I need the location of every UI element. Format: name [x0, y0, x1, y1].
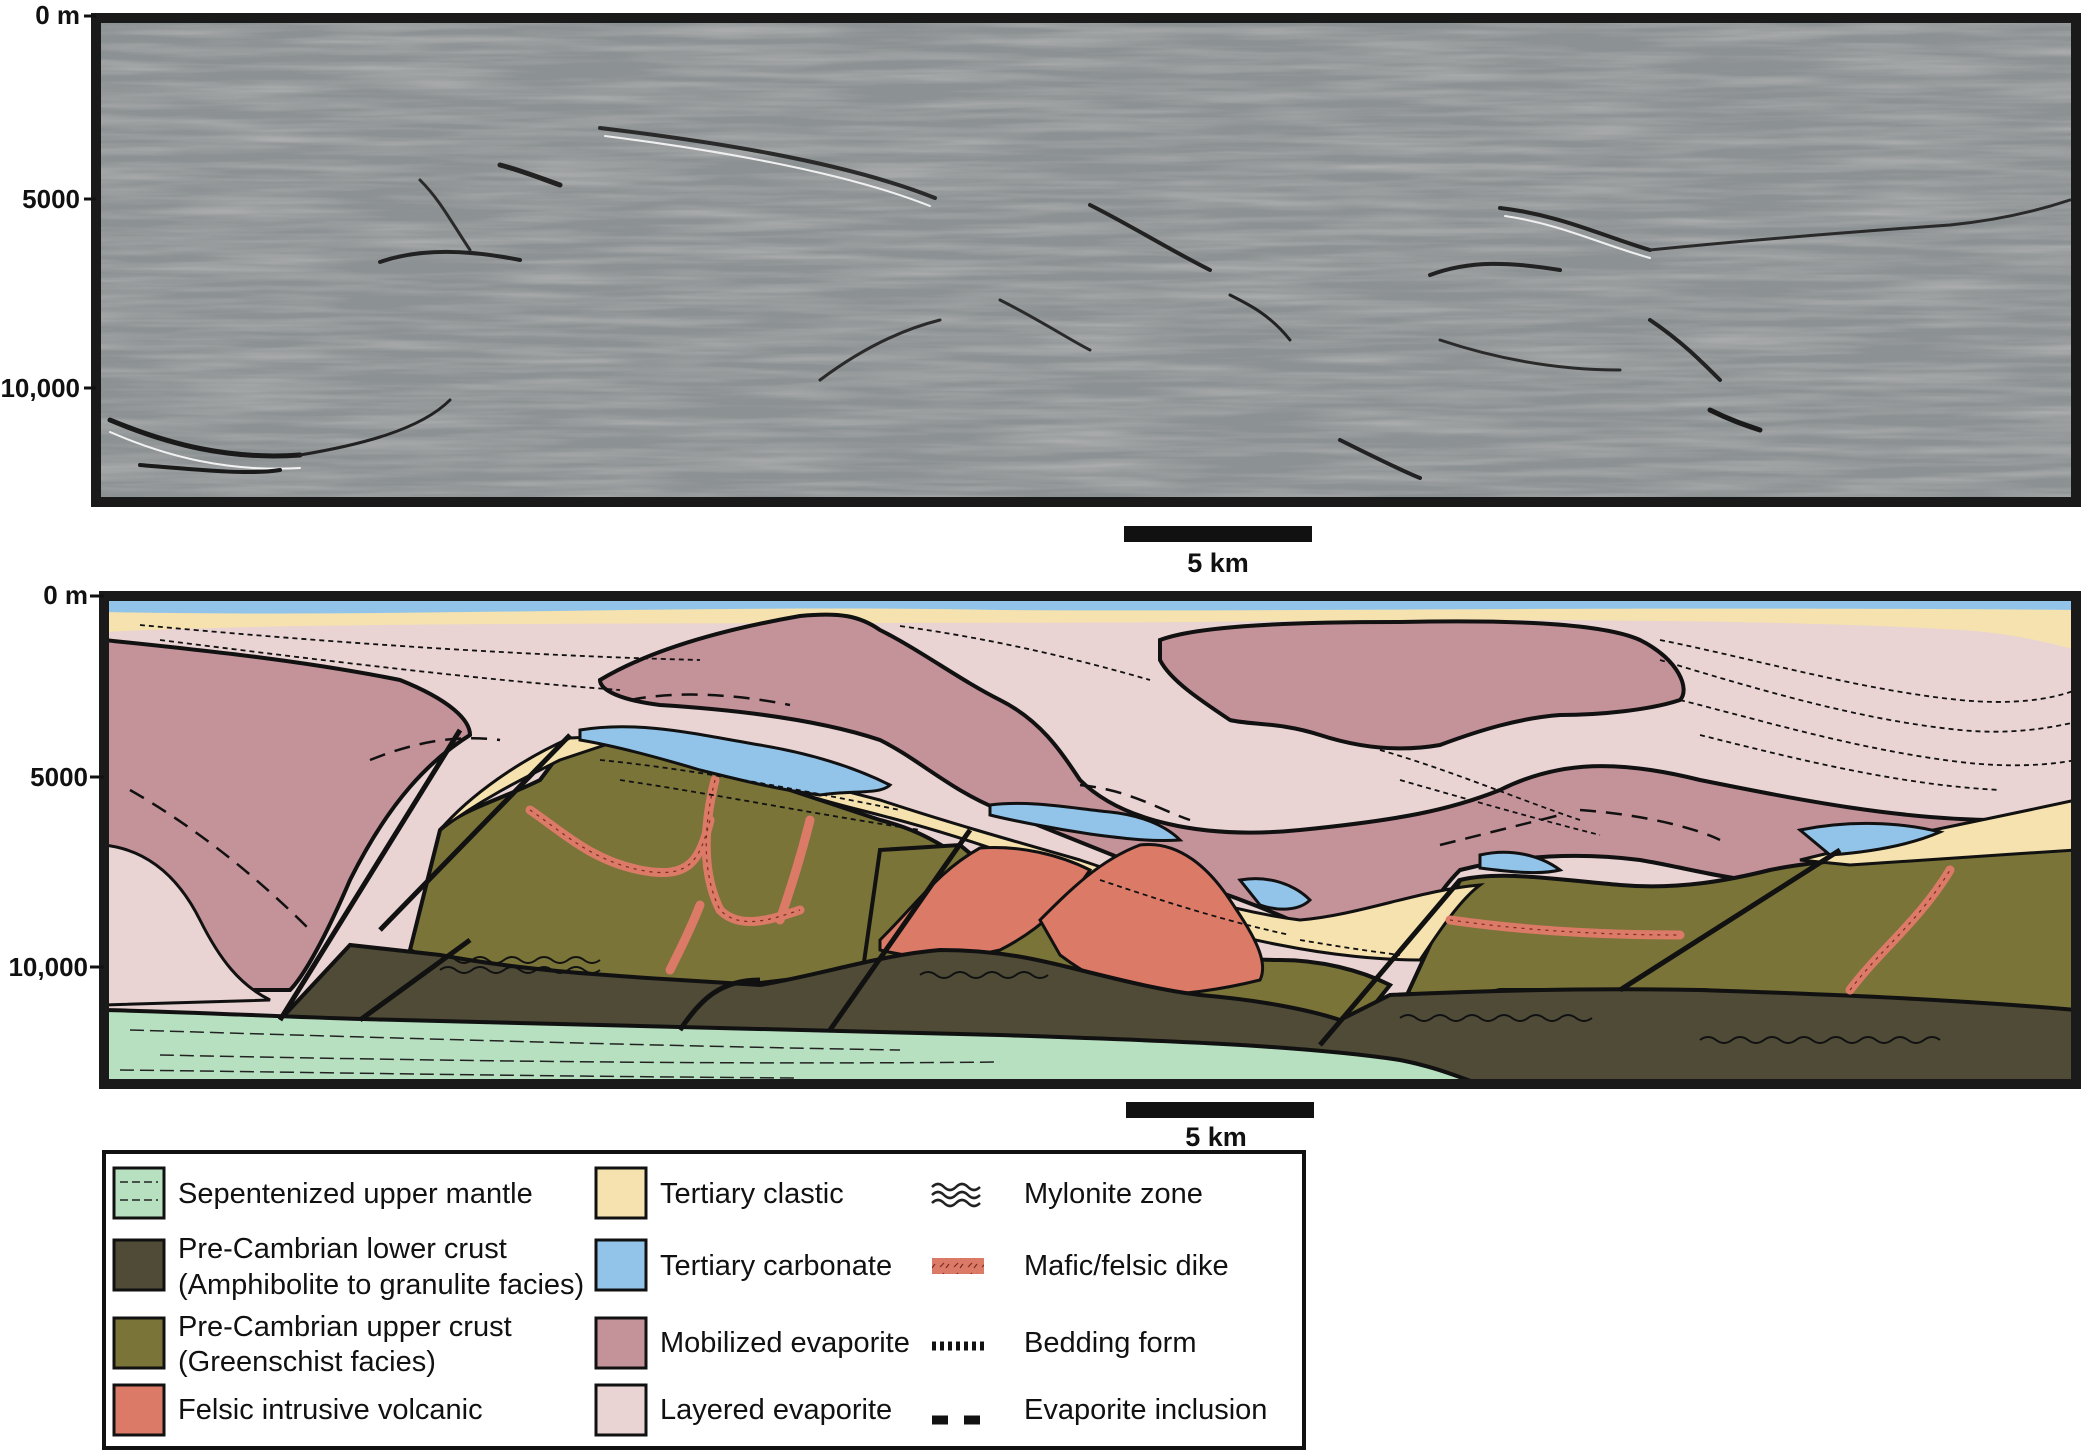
legend-label-layered: Layered evaporite — [660, 1394, 892, 1426]
legend-label-mylonite: Mylonite zone — [1024, 1178, 1203, 1210]
legend-swatch-clastic — [594, 1166, 648, 1220]
seismic-reflectors — [107, 126, 2072, 480]
legend-item-layered: Layered evaporite — [594, 1383, 892, 1437]
evaporite-inclusions — [129, 693, 1721, 931]
seismic-scale-bar: 5 km — [1124, 526, 1312, 578]
section-frame — [99, 591, 2081, 1089]
legend-label-dike: Mafic/felsic dike — [1024, 1250, 1229, 1282]
legend-item-mobilized: Mobilized evaporite — [594, 1316, 910, 1370]
legend-label-mobilized: Mobilized evaporite — [660, 1327, 910, 1359]
legend-label-lower-crust: Pre-Cambrian lower crust — [178, 1233, 507, 1265]
legend-label-clastic: Tertiary clastic — [660, 1178, 844, 1210]
legend-item-inclusion: Evaporite inclusion — [932, 1394, 1267, 1426]
seismic-depth-label-5000: 5000 — [22, 184, 80, 214]
layered-evaporite-left-low — [104, 843, 271, 1007]
mantle — [104, 1007, 1481, 1084]
legend-swatch-upper-crust — [112, 1316, 166, 1370]
section-scale-bar: 5 km — [1126, 1102, 1314, 1152]
mobilized-evaporite-lens — [1158, 619, 1686, 751]
section-scale-bar-label: 5 km — [1185, 1122, 1247, 1152]
carbonate-lens-5 — [1796, 821, 1945, 857]
legend: Sepentenized upper mantle Pre-Cambrian l… — [102, 1150, 1306, 1450]
legend-label-bedding: Bedding form — [1024, 1327, 1197, 1359]
legend-item-lower-crust: Pre-Cambrian lower crust (Amphibolite to… — [112, 1233, 584, 1301]
carbonate-lens-4 — [1478, 850, 1564, 875]
legend-label-lower-crust-2: (Amphibolite to granulite facies) — [178, 1269, 584, 1301]
legend-item-mylonite: Mylonite zone — [931, 1178, 1203, 1210]
mylonite-zones — [439, 956, 1941, 1044]
mylonite-icon — [931, 1182, 981, 1208]
seismic-scale-bar-label: 5 km — [1187, 548, 1249, 578]
mantle-dashes — [119, 1029, 1001, 1079]
legend-item-carbonate: Tertiary carbonate — [594, 1238, 892, 1292]
upper-clastic-band — [104, 608, 2076, 650]
seismic-depth-label-0: 0 m — [35, 0, 80, 30]
legend-label-upper-crust: Pre-Cambrian upper crust — [178, 1311, 512, 1343]
dike-icon — [932, 1258, 984, 1274]
legend-label-carbonate: Tertiary carbonate — [660, 1250, 892, 1282]
seismic-depth-label-10000: 10,000 — [0, 373, 80, 403]
legend-item-mantle: Sepentenized upper mantle — [112, 1166, 533, 1220]
legend-swatch-felsic — [112, 1383, 166, 1437]
legend-swatch-layered — [594, 1383, 648, 1437]
faults — [277, 728, 1842, 1047]
legend-item-clastic: Tertiary clastic — [594, 1166, 844, 1220]
legend-box — [102, 1150, 1306, 1450]
legend-label-upper-crust-2: (Greenschist facies) — [178, 1346, 436, 1378]
legend-label-mantle: Sepentenized upper mantle — [178, 1178, 533, 1210]
bedding-lines — [139, 624, 2076, 956]
legend-label-inclusion: Evaporite inclusion — [1024, 1394, 1267, 1426]
carbonate-lens-1 — [578, 725, 893, 797]
seismic-frame — [91, 13, 2081, 507]
section-depth-label-0: 0 m — [43, 580, 88, 610]
legend-swatch-lower-crust — [112, 1238, 166, 1292]
carbonate-lens-3 — [1237, 877, 1313, 911]
legend-swatch-mantle — [112, 1166, 166, 1220]
seismic-noise — [96, 18, 2076, 502]
carbonate-lens-2 — [988, 801, 1184, 843]
legend-swatch-mobilized — [594, 1316, 648, 1370]
dike-texture — [529, 779, 1951, 991]
legend-item-bedding: Bedding form — [932, 1327, 1197, 1359]
legend-item-felsic: Felsic intrusive volcanic — [112, 1383, 483, 1437]
section-depth-axis: 0 m 5000 10,000 — [8, 580, 104, 982]
legend-item-upper-crust: Pre-Cambrian upper crust (Greenschist fa… — [112, 1311, 512, 1378]
legend-item-dike: Mafic/felsic dike — [932, 1250, 1229, 1282]
section-depth-label-10000: 10,000 — [8, 952, 88, 982]
legend-swatch-carbonate — [594, 1238, 648, 1292]
section-depth-label-5000: 5000 — [30, 762, 88, 792]
section-panel: 0 m 5000 10,000 5 km — [8, 580, 2081, 1152]
seismic-panel: 0 m 5000 10,000 5 km — [0, 0, 2081, 578]
legend-label-felsic: Felsic intrusive volcanic — [178, 1394, 483, 1426]
seismic-depth-axis: 0 m 5000 10,000 — [0, 0, 96, 403]
